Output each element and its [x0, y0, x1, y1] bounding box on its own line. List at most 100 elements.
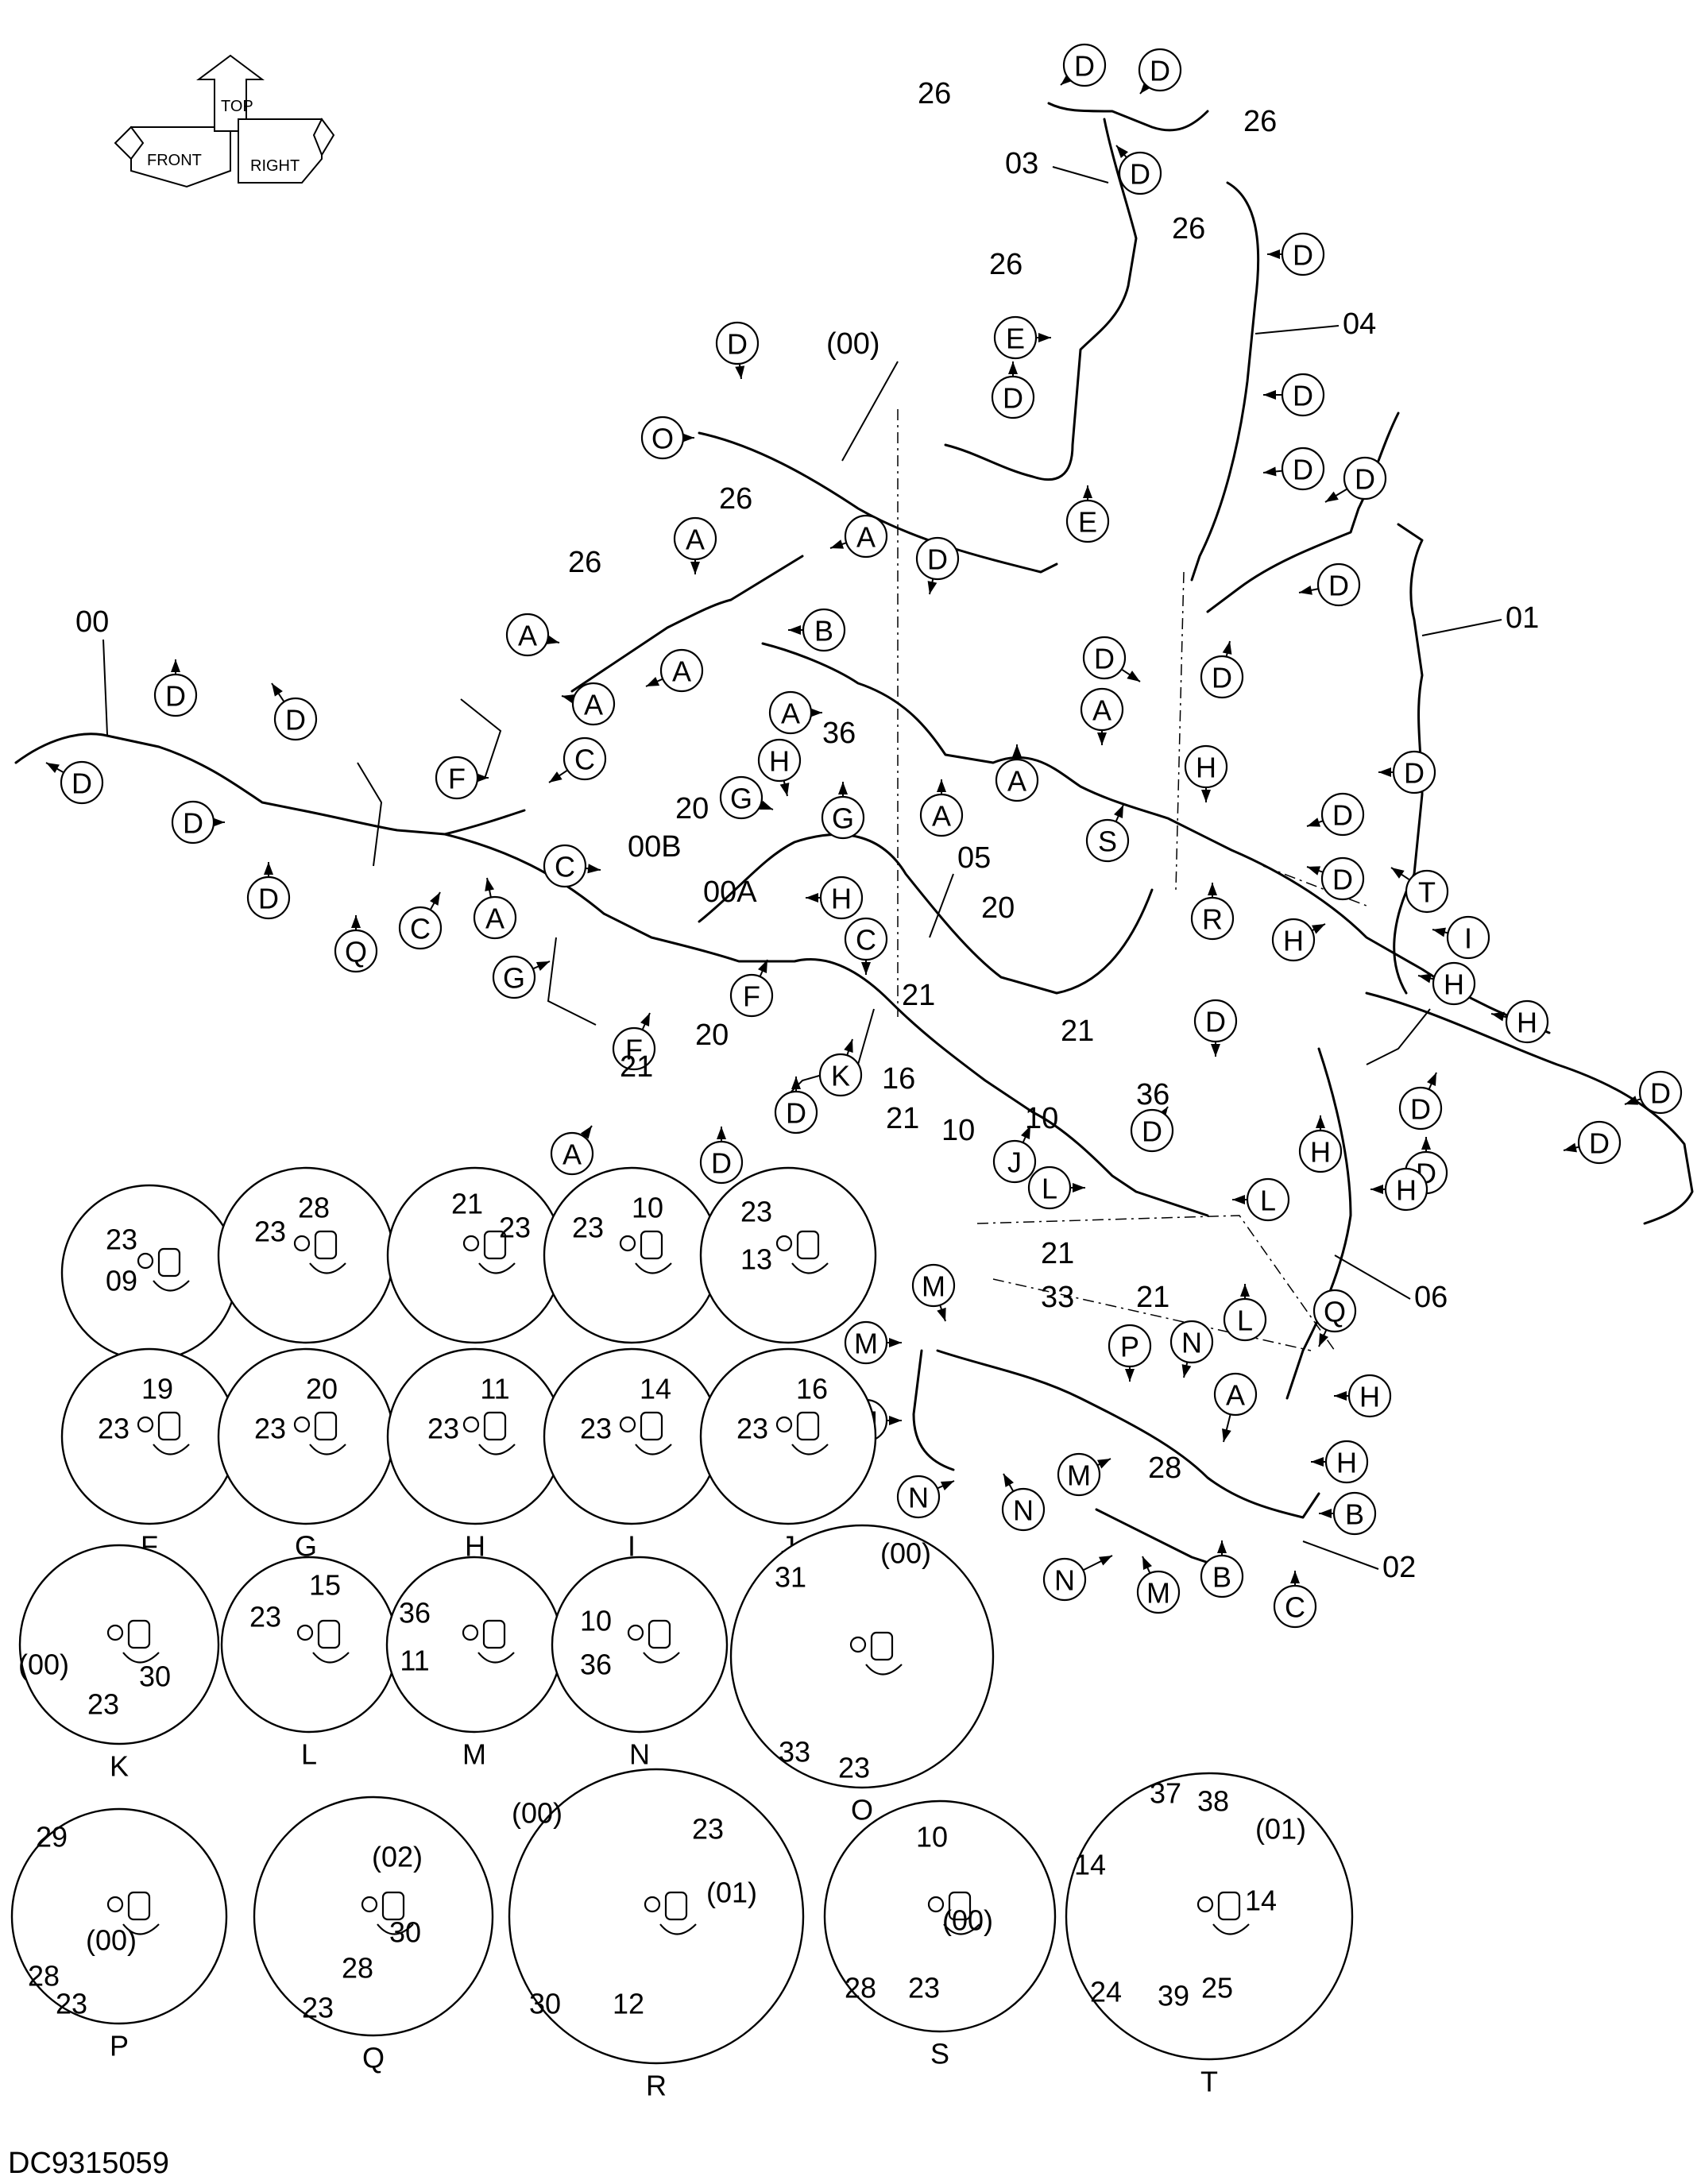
callout-letter: H	[1444, 968, 1464, 1001]
detail-part-number: 10	[916, 1821, 948, 1854]
callout-letter: H	[1396, 1174, 1417, 1207]
detail-letter: O	[851, 1794, 873, 1826]
callout-d-bubble: D	[699, 1127, 744, 1185]
callout-n-bubble: N	[1001, 1473, 1046, 1532]
callout-d-bubble: D	[246, 862, 291, 920]
detail-part-number: 14	[1074, 1849, 1106, 1881]
callout-letter: N	[1013, 1494, 1034, 1527]
callout-a-bubble: A	[561, 682, 616, 726]
harness-02-lower	[1095, 1508, 1241, 1575]
detail-part-number: 28	[342, 1952, 373, 1985]
detail-letter: N	[629, 1738, 650, 1771]
callout-letter: O	[651, 423, 674, 455]
callout-a-bubble: A	[829, 514, 888, 559]
detail-letter: R	[646, 2070, 667, 2102]
label-00B: 00B	[628, 830, 682, 864]
detail-part-number: 28	[28, 1960, 60, 1993]
label-01: 01	[1506, 601, 1539, 635]
part-26-b: 26	[1243, 105, 1277, 138]
detail-part-number: 23	[87, 1688, 119, 1721]
callout-letter: A	[1092, 694, 1111, 727]
detail-part-number: 21	[451, 1188, 483, 1220]
detail-part-number: 19	[141, 1373, 173, 1405]
callout-letter: P	[1120, 1331, 1139, 1363]
callout-d-bubble: D	[1306, 856, 1365, 901]
callout-d-bubble: D	[153, 659, 198, 717]
callout-letter: A	[485, 903, 505, 935]
callout-d-bubble: D	[271, 682, 318, 741]
detail-d: D2310	[543, 1166, 721, 1382]
callout-letter: D	[1142, 1115, 1162, 1148]
harness-00-upper	[698, 431, 1058, 574]
callout-letter: D	[1328, 570, 1349, 602]
callout-letter: B	[1212, 1561, 1231, 1594]
detail-part-number: 23	[427, 1413, 459, 1445]
callout-l-bubble: L	[1027, 1165, 1085, 1210]
callout-a-bubble: A	[505, 613, 560, 657]
callout-d-bubble: D	[1324, 456, 1387, 503]
callout-letter: G	[730, 783, 752, 815]
callout-q-bubble: Q	[334, 915, 378, 973]
detail-a: A2309	[60, 1184, 238, 1399]
callout-b-bubble: B	[1319, 1491, 1377, 1536]
callout-letter: A	[1007, 765, 1026, 798]
callout-letter: D	[72, 767, 92, 800]
callout-letter: H	[1283, 925, 1304, 957]
callout-d-bubble: D	[1262, 446, 1325, 491]
detail-part-number: 23	[740, 1196, 772, 1228]
part-35-b: 36	[1136, 1078, 1169, 1111]
detail-part-number: 09	[106, 1265, 137, 1297]
callout-d-bubble: D	[1298, 562, 1361, 607]
callout-e-bubble: E	[1065, 485, 1110, 543]
callout-letter: A	[562, 1138, 582, 1171]
callout-d-bubble: D	[1138, 48, 1182, 95]
callout-f-bubble: F	[729, 959, 774, 1018]
callout-a-bubble: A	[919, 779, 964, 837]
callout-letter: A	[932, 800, 951, 833]
callout-d-bubble: D	[1060, 43, 1107, 87]
callout-letter: D	[1293, 454, 1313, 486]
detail-part-number: 23	[106, 1223, 137, 1256]
callout-h-bubble: H	[806, 876, 864, 920]
callout-letter: D	[1332, 864, 1353, 896]
harness-00-branch-b	[761, 642, 1551, 1034]
detail-part-number: 39	[1158, 1980, 1189, 2012]
part-23-e: 21	[1041, 1237, 1074, 1270]
detail-part-number: (00)	[86, 1924, 137, 1957]
callout-letter: T	[1418, 876, 1436, 909]
callout-e-bubble: E	[993, 315, 1051, 360]
callout-letter: D	[165, 680, 186, 713]
detail-part-number: 33	[779, 1736, 810, 1768]
detail-e: E2313	[699, 1166, 877, 1382]
part-26-c: 26	[989, 248, 1023, 281]
detail-part-number: 31	[775, 1561, 806, 1594]
detail-part-number: 23	[56, 1988, 87, 2020]
callout-d-bubble: D	[1306, 792, 1365, 837]
callout-g-bubble: G	[492, 955, 551, 999]
callout-letter: H	[1359, 1381, 1380, 1413]
callout-letter: F	[448, 763, 466, 795]
harness-05-wire	[698, 833, 1154, 995]
label-04: 04	[1343, 307, 1376, 341]
detail-part-number: 11	[400, 1645, 429, 1677]
detail-part-number: 30	[139, 1660, 171, 1693]
callout-d-bubble: D	[1624, 1070, 1683, 1115]
callout-h-bubble: H	[1298, 1115, 1343, 1173]
callout-d-bubble: D	[1200, 640, 1244, 699]
callout-letter: C	[555, 851, 575, 883]
detail-letter: M	[462, 1738, 486, 1771]
callout-g-bubble: G	[821, 782, 865, 840]
harness-04-wire	[1190, 181, 1260, 582]
harness-03-top	[1047, 102, 1209, 132]
callout-letter: L	[1042, 1173, 1057, 1205]
callout-letter: H	[1196, 752, 1216, 784]
callout-d-bubble: D	[1563, 1120, 1622, 1165]
callout-c-bubble: C	[548, 736, 607, 783]
callout-h-bubble: H	[1334, 1374, 1392, 1418]
